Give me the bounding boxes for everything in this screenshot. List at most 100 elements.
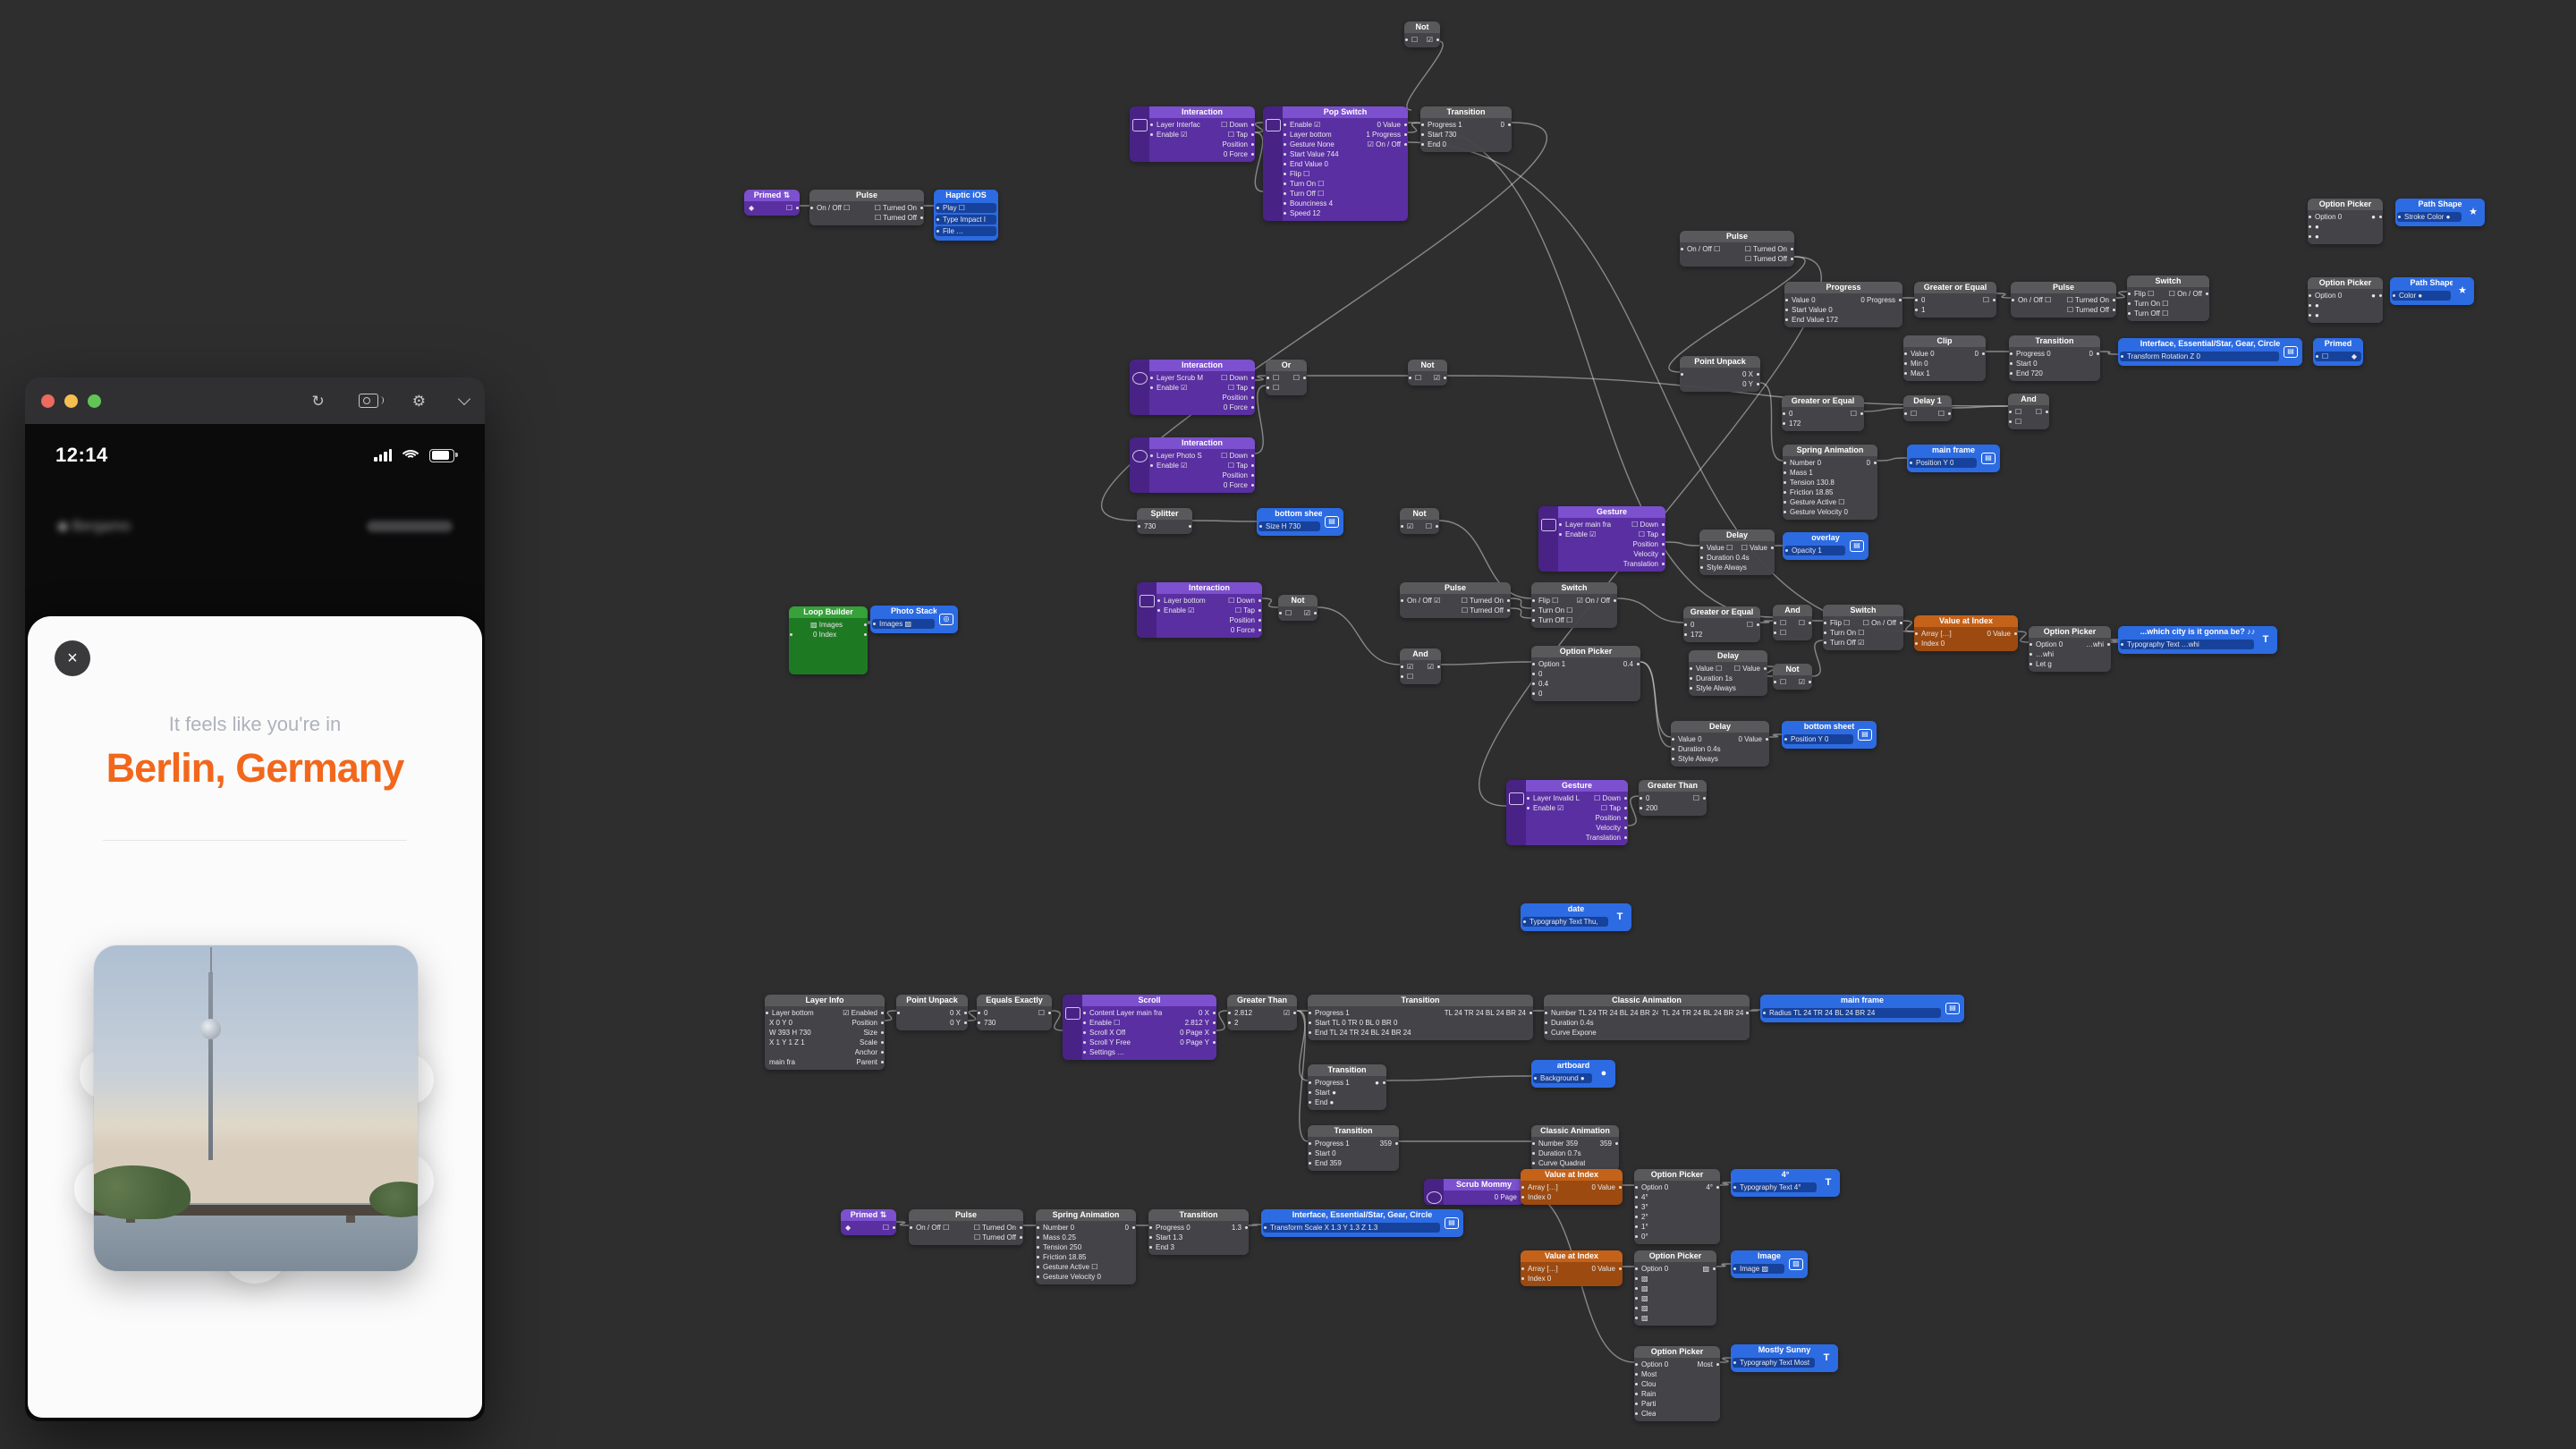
port-row[interactable]: Start Value 744	[1283, 149, 1408, 159]
port-row[interactable]: Style Always	[1671, 754, 1769, 764]
port-row[interactable]: Enable ☑☐ Tap	[1157, 606, 1262, 615]
port-row[interactable]: 0	[1531, 689, 1640, 699]
port-row[interactable]: Turn Off ☐	[2127, 309, 2209, 318]
port-row[interactable]: ▨	[1634, 1313, 1716, 1323]
port-row[interactable]: ▨	[1634, 1303, 1716, 1313]
port-row[interactable]: 0 Force	[1149, 149, 1255, 159]
four-deg-text[interactable]: 4°Typography Text 4°T	[1731, 1169, 1840, 1197]
port-row[interactable]: File …	[936, 226, 996, 236]
port-row[interactable]: Typography Text 4°	[1733, 1182, 1817, 1192]
port-row[interactable]: Opacity 1	[1784, 546, 1845, 555]
and-2[interactable]: And☑☑☐	[1400, 648, 1441, 684]
port-row[interactable]: 3°	[1634, 1202, 1720, 1212]
port-row[interactable]: Index 0	[1521, 1192, 1623, 1202]
port-row[interactable]: Progress 1●	[1308, 1078, 1386, 1088]
port-row[interactable]: On / Off ☐☐ Turned On	[909, 1223, 1023, 1233]
port-row[interactable]: On / Off ☐☐ Turned On	[809, 203, 924, 213]
port-row[interactable]: 0 Force	[1157, 625, 1262, 635]
port-row[interactable]: Start ●	[1308, 1088, 1386, 1097]
port-row[interactable]: Turn Off ☐	[1531, 615, 1617, 625]
port-row[interactable]: Layer main fra☐ Down	[1558, 520, 1665, 530]
port-row[interactable]: Array […]0 Value	[1521, 1264, 1623, 1274]
port-row[interactable]: Position Y 0	[1909, 458, 1977, 468]
port-row[interactable]: Option 0●	[2308, 291, 2383, 301]
port-row[interactable]: ▨	[1634, 1293, 1716, 1303]
port-row[interactable]: Enable ☑☐ Tap	[1149, 383, 1255, 393]
port-row[interactable]: ☐☐	[1903, 409, 1952, 419]
primed-1[interactable]: Primed ⇅◆☐	[744, 190, 800, 216]
port-row[interactable]: Typography Text …whi	[2120, 640, 2254, 649]
port-row[interactable]: 1°	[1634, 1222, 1720, 1232]
port-row[interactable]: End ●	[1308, 1097, 1386, 1107]
port-row[interactable]: 0 Index	[789, 630, 868, 640]
port-row[interactable]: ☐☑	[1404, 35, 1440, 45]
port-row[interactable]: Velocity	[1526, 823, 1628, 833]
port-row[interactable]: Most	[1634, 1369, 1720, 1379]
delay-1[interactable]: Delay 1☐☐	[1903, 395, 1952, 421]
port-row[interactable]: Tension 130.8	[1783, 478, 1877, 487]
port-row[interactable]: Enable ☑☐ Tap	[1149, 130, 1255, 140]
or-1[interactable]: Or☐☐☐	[1266, 360, 1307, 395]
port-row[interactable]: 0☐	[1914, 295, 1996, 305]
and-1[interactable]: And☐☐☐	[2008, 394, 2049, 429]
port-row[interactable]: Start 0	[2009, 359, 2100, 369]
port-row[interactable]: 172	[1782, 419, 1864, 428]
port-row[interactable]: Play ☐	[936, 203, 996, 213]
port-row[interactable]: Gesture None☑ On / Off	[1283, 140, 1408, 149]
port-row[interactable]: Settings …	[1082, 1047, 1216, 1057]
port-row[interactable]: 0 Page	[1444, 1192, 1524, 1202]
port-row[interactable]: Start 1.3	[1148, 1233, 1249, 1242]
port-row[interactable]: Option 0…whi	[2029, 640, 2111, 649]
port-row[interactable]: Translation	[1526, 833, 1628, 843]
port-row[interactable]: 2	[1227, 1018, 1297, 1028]
port-row[interactable]: Duration 0.4s	[1671, 744, 1769, 754]
port-row[interactable]: ☐☑	[1773, 677, 1812, 687]
port-row[interactable]: Option 0▨	[1634, 1264, 1716, 1274]
port-row[interactable]: ☐☑	[1408, 373, 1447, 383]
port-row[interactable]: ●	[2308, 232, 2383, 242]
close-window-button[interactable]	[41, 394, 55, 408]
port-row[interactable]: Mass 1	[1783, 468, 1877, 478]
port-row[interactable]: Turn On ☐	[1283, 179, 1408, 189]
port-row[interactable]: Position	[1558, 539, 1665, 549]
port-row[interactable]: Index 0	[1914, 639, 2018, 648]
port-row[interactable]: Array […]0 Value	[1914, 629, 2018, 639]
port-row[interactable]: Style Always	[1699, 563, 1775, 572]
port-row[interactable]: 1	[1914, 305, 1996, 315]
port-row[interactable]: 2.812☑	[1227, 1008, 1297, 1018]
port-row[interactable]: Option 0●	[2308, 212, 2383, 222]
port-row[interactable]: Turn On ☐	[1531, 606, 1617, 615]
port-row[interactable]: 200	[1639, 803, 1707, 813]
port-row[interactable]: Position Y 0	[1784, 734, 1853, 744]
not-1[interactable]: Not☐☑	[1408, 360, 1447, 386]
port-row[interactable]: Enable ☑0 Value	[1283, 120, 1408, 130]
port-row[interactable]: ●	[2308, 310, 2383, 320]
port-row[interactable]: Mass 0.25	[1036, 1233, 1136, 1242]
primed-3[interactable]: Primed ⇅◆☐	[841, 1209, 896, 1235]
port-row[interactable]: ☐ Turned Off	[909, 1233, 1023, 1242]
port-row[interactable]: Layer Photo S☐ Down	[1149, 451, 1255, 461]
port-row[interactable]: 730	[977, 1018, 1052, 1028]
